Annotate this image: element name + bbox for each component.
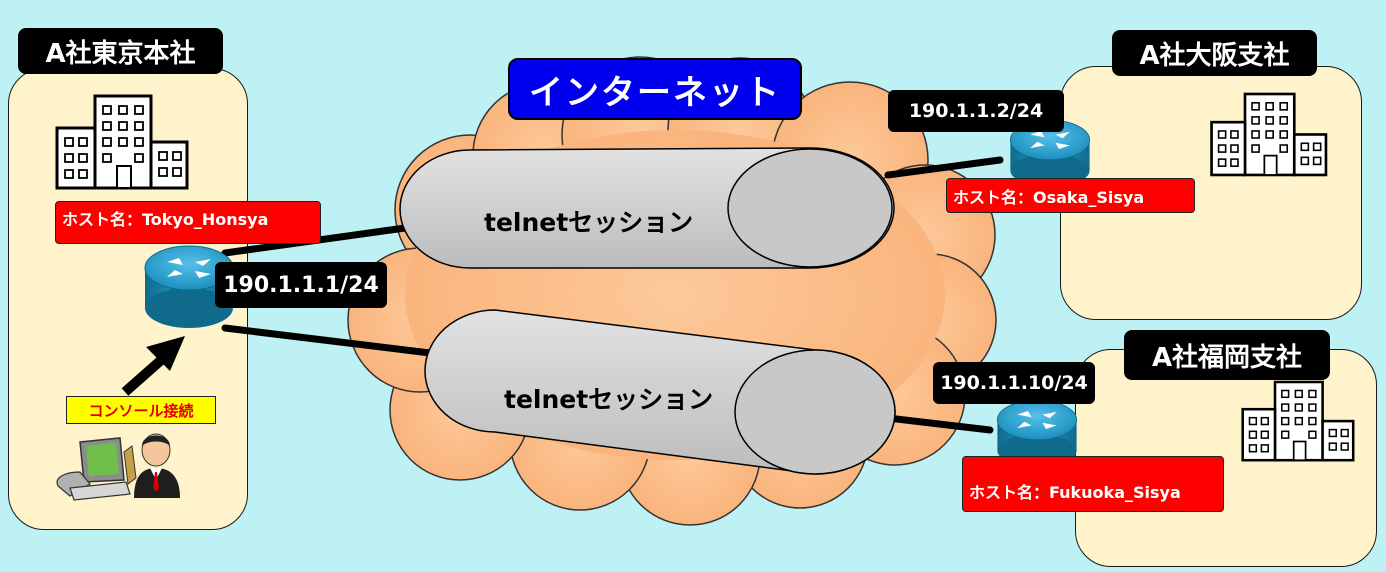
person-icon <box>134 433 180 498</box>
console-connection-label: コンソール接続 <box>66 396 216 424</box>
osaka-hostname-label: ホスト名：Osaka_Sisya <box>946 178 1195 213</box>
fukuoka-ip-label: 190.1.1.10/24 <box>933 362 1095 404</box>
console-arrow-icon <box>121 336 185 396</box>
telnet-session-tube-2 <box>424 309 896 475</box>
fukuoka-hostname-label: ホスト名：Fukuoka_Sisya <box>962 456 1224 512</box>
osaka-site-title: A社大阪支社 <box>1112 30 1317 76</box>
fukuoka-building-icon <box>1241 380 1355 462</box>
osaka-ip-label: 190.1.1.2/24 <box>888 90 1064 132</box>
fukuoka-link <box>884 414 994 434</box>
tokyo-hostname-label: ホスト名：Tokyo_Honsya <box>55 201 321 244</box>
telnet-session-label-1: telnetセッション <box>484 208 694 237</box>
tokyo-building-icon <box>55 94 189 190</box>
tokyo-ip-label: 190.1.1.1/24 <box>215 262 387 308</box>
tokyo-site-title: A社東京本社 <box>18 28 223 74</box>
tokyo-link-lower <box>221 324 434 357</box>
osaka-building-icon <box>1210 92 1328 177</box>
telnet-session-tube-1 <box>399 147 895 269</box>
internet-label: インターネット <box>508 58 802 120</box>
fukuoka-site-title: A社福岡支社 <box>1124 330 1330 380</box>
osaka-link <box>884 156 1004 179</box>
telnet-session-label-2: telnetセッション <box>504 385 714 414</box>
computer-icon <box>56 437 137 501</box>
